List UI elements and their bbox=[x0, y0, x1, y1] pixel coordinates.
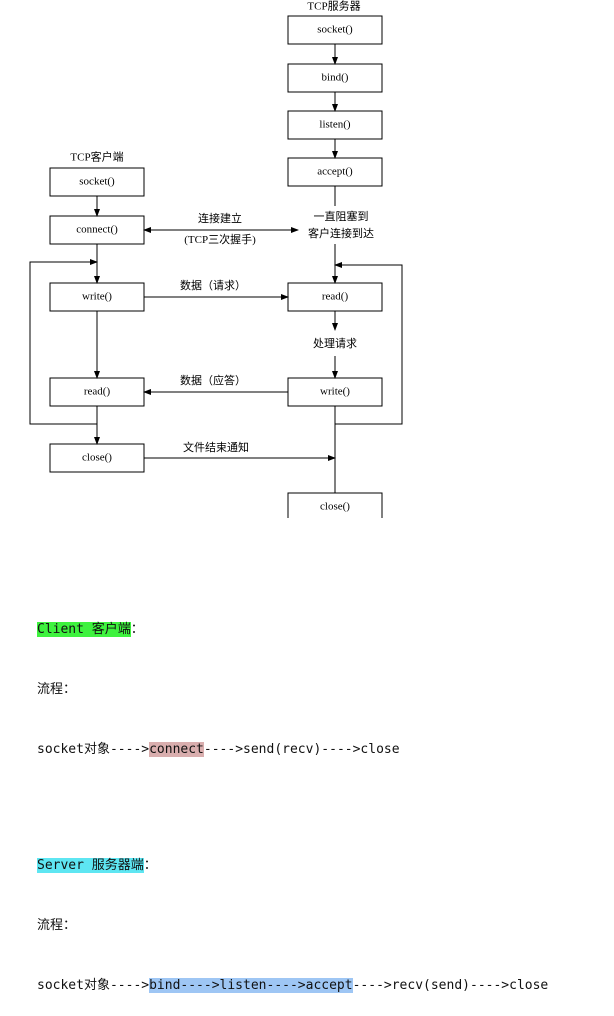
label-block-until: 一直阻塞到 bbox=[314, 209, 369, 223]
server-listen-label: listen() bbox=[319, 119, 350, 131]
server-title-colon: ： bbox=[143, 858, 157, 873]
client-write-label: write() bbox=[82, 291, 112, 303]
client-title-colon: ： bbox=[130, 622, 144, 637]
client-write-box: write() bbox=[49, 282, 145, 312]
server-flow-label: 流程： bbox=[37, 918, 77, 933]
label-client-arrives: 客户连接到达 bbox=[308, 226, 374, 240]
server-bind-label: bind() bbox=[322, 72, 349, 84]
server-title-highlight: Server 服务器端 bbox=[37, 858, 144, 873]
client-socket-label: socket() bbox=[79, 176, 115, 188]
label-reply-data: 数据（应答） bbox=[180, 373, 246, 387]
server-write-box: write() bbox=[287, 377, 383, 407]
label-request-data: 数据（请求） bbox=[180, 278, 246, 292]
server-read-box: read() bbox=[287, 282, 383, 312]
server-flow-prefix: socket对象----> bbox=[37, 978, 150, 993]
label-three-way-handshake: (TCP三次握手) bbox=[184, 232, 256, 246]
client-connect-box: connect() bbox=[49, 215, 145, 245]
client-read-box: read() bbox=[49, 377, 145, 407]
server-close-label: close() bbox=[320, 501, 350, 513]
client-flow-connect-highlight: connect bbox=[149, 742, 204, 757]
label-process-request: 处理请求 bbox=[313, 337, 357, 350]
client-heading: Client 客户端： bbox=[37, 620, 548, 640]
client-connect-label: connect() bbox=[76, 224, 118, 236]
client-loop-line bbox=[29, 259, 98, 425]
server-accept-label: accept() bbox=[317, 166, 353, 178]
server-accept-box: accept() bbox=[287, 157, 383, 187]
label-eof-notify: 文件结束通知 bbox=[183, 440, 249, 454]
client-title: TCP客户端 bbox=[70, 150, 123, 164]
tcp-flow-diagram: TCP服务器 TCP客户端 socket() bind() listen() a… bbox=[29, 0, 403, 518]
server-write-label: write() bbox=[320, 386, 350, 398]
client-close-box: close() bbox=[49, 443, 145, 473]
flow-notes: Client 客户端： 流程： socket对象---->connect----… bbox=[37, 580, 548, 1016]
server-flow-line: socket对象---->bind---->listen---->accept-… bbox=[37, 976, 548, 996]
server-heading: Server 服务器端： bbox=[37, 856, 548, 876]
client-title-highlight: Client 客户端 bbox=[37, 622, 131, 637]
server-socket-box: socket() bbox=[287, 15, 383, 45]
client-flow-prefix: socket对象----> bbox=[37, 742, 150, 757]
server-flow-highlight: bind---->listen---->accept bbox=[149, 978, 353, 993]
server-loop-line bbox=[334, 262, 403, 425]
server-flow-suffix: ---->recv(send)---->close bbox=[352, 978, 549, 993]
client-read-label: read() bbox=[84, 386, 111, 398]
client-socket-box: socket() bbox=[49, 167, 145, 197]
server-listen-box: listen() bbox=[287, 110, 383, 140]
server-bind-box: bind() bbox=[287, 63, 383, 93]
server-close-box: close() bbox=[287, 492, 383, 518]
server-read-label: read() bbox=[322, 291, 349, 303]
label-connect-established: 连接建立 bbox=[198, 211, 242, 225]
client-flow-label: 流程： bbox=[37, 682, 77, 697]
client-close-label: close() bbox=[82, 452, 112, 464]
server-socket-label: socket() bbox=[317, 24, 353, 36]
client-flow-suffix: ---->send(recv)---->close bbox=[203, 742, 400, 757]
client-flow-line: socket对象---->connect---->send(recv)---->… bbox=[37, 740, 548, 760]
server-title: TCP服务器 bbox=[307, 0, 360, 13]
